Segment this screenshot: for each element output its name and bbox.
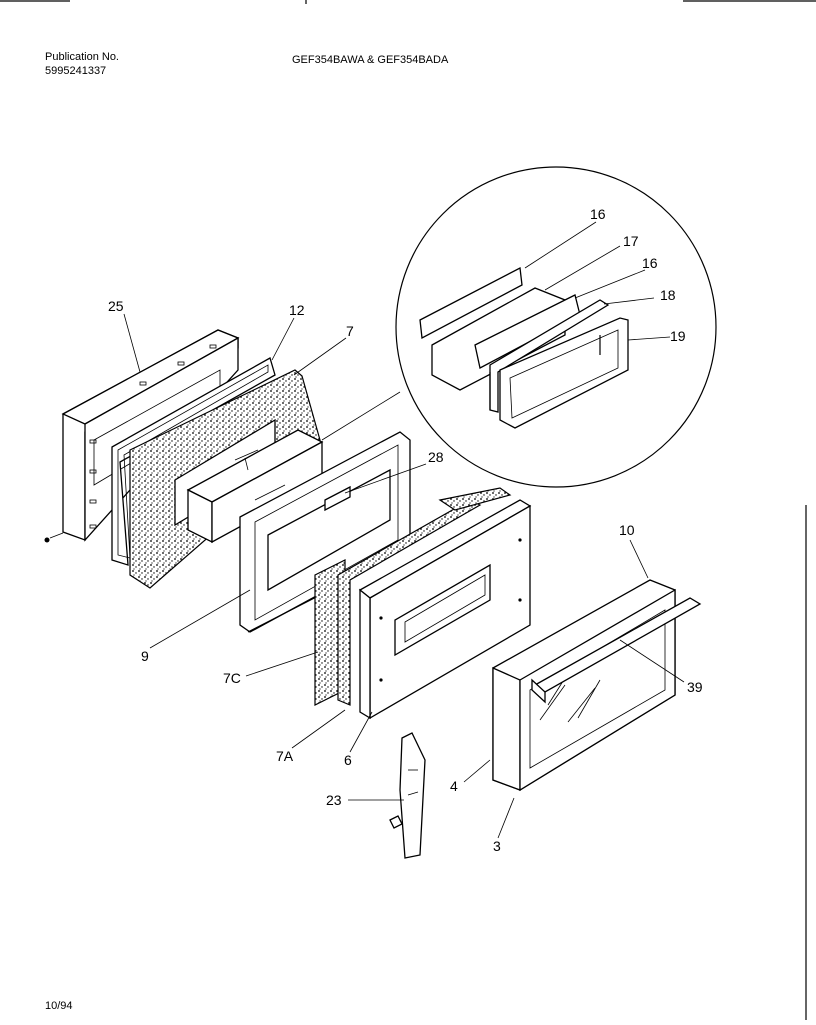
publication-block: Publication No. 5995241337: [45, 50, 119, 78]
window-box: [186, 429, 324, 544]
callout-19: 19: [670, 328, 686, 344]
part-7C-7A-insulation: [314, 487, 512, 706]
callout-39: 39: [687, 679, 703, 695]
callout-3: 3: [493, 838, 501, 854]
callout-6: 6: [344, 752, 352, 768]
callout-12: 12: [289, 302, 305, 318]
callout-16-upper: 16: [590, 206, 606, 222]
callout-4: 4: [450, 778, 458, 794]
publication-label: Publication No.: [45, 51, 119, 63]
callout-labels: 25 12 7 28 9 7C 7A 6 23 4 3 10 39 16 17 …: [108, 206, 703, 854]
callout-7: 7: [346, 323, 354, 339]
leader-lines: [123, 221, 685, 839]
part-23-hinge: [389, 732, 426, 859]
callout-16-lower: 16: [642, 255, 658, 271]
inset-detail-circle: [321, 166, 717, 488]
callout-7A: 7A: [276, 748, 294, 764]
callout-28: 28: [428, 449, 444, 465]
callout-18: 18: [660, 287, 676, 303]
part-3-4-glass-frame: [492, 579, 702, 792]
callout-7C: 7C: [223, 670, 241, 686]
callout-23: 23: [326, 792, 342, 808]
callout-17: 17: [623, 233, 639, 249]
revision-date: 10/94: [45, 1000, 73, 1012]
part-9-inner-frame: [239, 431, 411, 633]
part-12-gasket: [111, 357, 276, 566]
publication-number: 5995241337: [45, 65, 107, 77]
part-6-outer-door: [358, 499, 532, 720]
model-numbers: GEF354BAWA & GEF354BADA: [292, 54, 449, 66]
callout-25: 25: [108, 298, 124, 314]
callout-9: 9: [141, 648, 149, 664]
callout-10: 10: [619, 522, 635, 538]
